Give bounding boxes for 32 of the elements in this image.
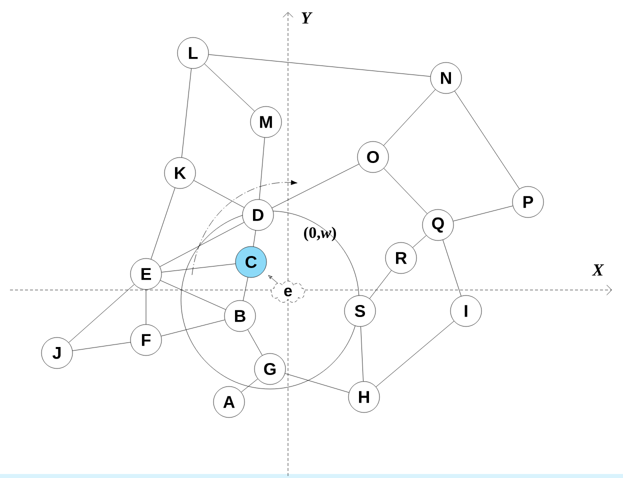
edge-line bbox=[208, 54, 431, 77]
edge-line bbox=[204, 64, 255, 112]
edge-line bbox=[72, 342, 131, 351]
edge-line bbox=[259, 137, 265, 200]
axis-label: X bbox=[592, 264, 604, 276]
edge-line bbox=[253, 230, 256, 247]
edge-line bbox=[68, 284, 134, 343]
edge-line bbox=[383, 89, 436, 146]
edge-line bbox=[442, 240, 462, 296]
arrow bbox=[268, 275, 278, 284]
edge-line bbox=[384, 168, 428, 214]
edge-line bbox=[161, 320, 225, 336]
edge-line bbox=[360, 326, 364, 382]
edge-line bbox=[376, 320, 454, 388]
edge-line bbox=[272, 164, 360, 208]
edge-line bbox=[160, 280, 226, 310]
edge-line bbox=[454, 90, 520, 190]
edge-line bbox=[242, 277, 248, 301]
edge-line bbox=[241, 378, 258, 392]
point-label: (0,w) bbox=[304, 226, 336, 242]
edge-line bbox=[182, 68, 192, 158]
edge-line bbox=[453, 206, 513, 222]
edge-line bbox=[150, 188, 176, 260]
edge-line bbox=[160, 222, 244, 267]
cloud-node: e bbox=[270, 280, 306, 303]
edge-line bbox=[248, 329, 262, 356]
edge-line bbox=[369, 270, 392, 299]
edge-line bbox=[161, 264, 236, 272]
axis-label: Y bbox=[302, 12, 312, 24]
edge-line bbox=[194, 180, 244, 208]
edge-line bbox=[284, 373, 350, 393]
edge-line bbox=[412, 235, 426, 248]
